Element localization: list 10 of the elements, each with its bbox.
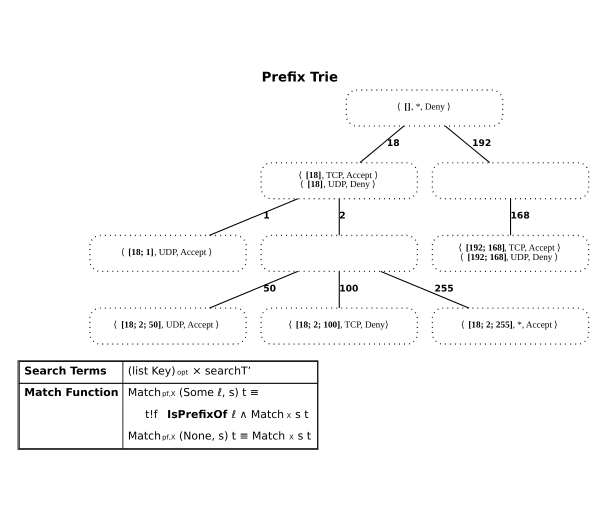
edge-label: 2 [339, 210, 346, 222]
label: Match Function [24, 386, 118, 399]
edge-label: 168 [510, 210, 530, 222]
edge-label: 192 [472, 137, 492, 148]
edge-label: 50 [263, 282, 276, 294]
diagram-title: Prefix Trie [262, 70, 338, 86]
edge-label: 255 [434, 282, 454, 294]
edge-label: 18 [386, 137, 400, 148]
edge-label: 100 [339, 282, 358, 294]
label: Search Terms [24, 364, 107, 377]
